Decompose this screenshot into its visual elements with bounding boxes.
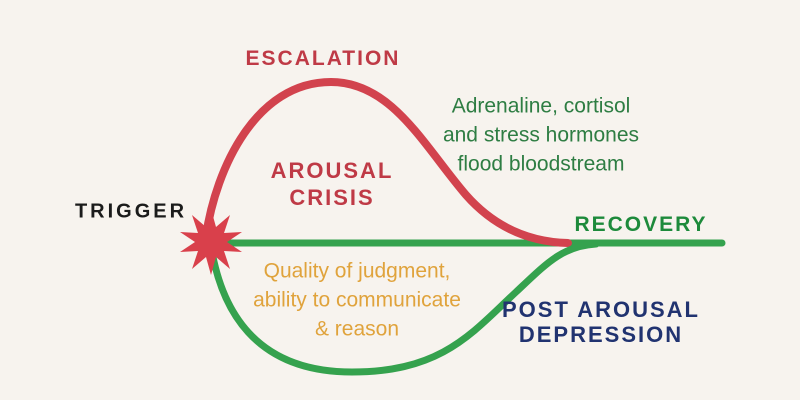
arousal-crisis-line1: AROUSAL — [270, 158, 394, 183]
judgment-note: Quality of judgment, ability to communic… — [253, 257, 461, 344]
escalation-label: ESCALATION — [245, 47, 401, 70]
depression-curve — [208, 240, 600, 376]
arousal-crisis-line2: CRISIS — [289, 185, 375, 210]
hormones-line3: flood bloodstream — [457, 152, 625, 176]
post-arousal-line2: DEPRESSION — [518, 322, 684, 347]
hormones-line1: Adrenaline, cortisol — [451, 94, 631, 118]
hormones-line2: and stress hormones — [442, 123, 640, 147]
post-arousal-depression-label: POST AROUSAL DEPRESSION — [502, 297, 700, 347]
escalation-curve — [202, 77, 572, 247]
trigger-label: TRIGGER — [74, 200, 188, 223]
arousal-crisis-label: AROUSAL CRISIS — [271, 157, 394, 211]
judgment-line2: ability to communicate — [253, 288, 461, 312]
judgment-line3: & reason — [314, 317, 400, 341]
post-arousal-line1: POST AROUSAL — [502, 297, 700, 322]
recovery-label: RECOVERY — [574, 213, 708, 236]
starburst-icon — [180, 209, 242, 275]
judgment-line1: Quality of judgment, — [263, 259, 451, 283]
hormones-note: Adrenaline, cortisol and stress hormones… — [443, 92, 639, 179]
